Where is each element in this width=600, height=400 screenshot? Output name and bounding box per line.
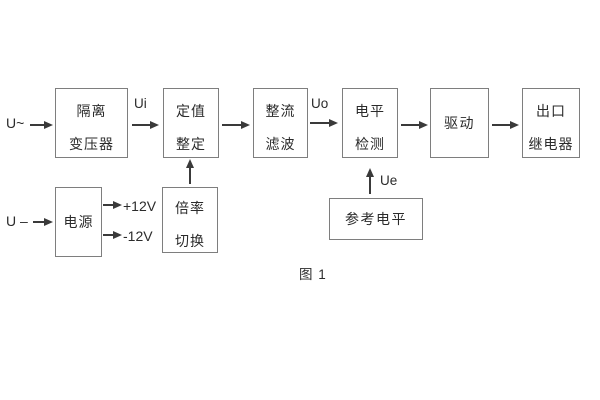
arrow-ratio-to-setting — [185, 159, 194, 184]
label-rail-positive: +12V — [123, 198, 157, 214]
arrow-drive-to-relay — [492, 121, 519, 129]
box-isolation-transformer-line1: 隔离 — [76, 103, 107, 119]
figure-caption: 图 1 — [299, 267, 327, 282]
label-dc-input: U – — [6, 213, 28, 229]
arrow-ac-to-transformer — [30, 121, 53, 129]
arrow-reference-to-level — [365, 168, 374, 194]
box-rectify-filter-line1: 整流 — [265, 103, 296, 119]
label-ue: Ue — [380, 173, 398, 188]
label-uo: Uo — [311, 96, 329, 111]
box-rectify-filter-line2: 滤波 — [265, 136, 296, 152]
box-value-setting: 定值 整定 — [163, 88, 219, 158]
box-isolation-transformer-line2: 变压器 — [69, 136, 114, 152]
box-drive: 驱动 — [430, 88, 489, 158]
arrow-transformer-to-setting — [132, 121, 159, 129]
box-reference-level: 参考电平 — [329, 198, 423, 240]
arrow-setting-to-rectifier — [222, 121, 250, 129]
box-isolation-transformer: 隔离 变压器 — [55, 88, 128, 158]
arrow-dc-to-power — [33, 218, 53, 226]
box-value-setting-line2: 整定 — [176, 136, 206, 152]
arrow-rail-negative — [103, 231, 122, 239]
box-outlet-relay-line1: 出口 — [536, 103, 566, 119]
box-level-detect: 电平 检测 — [342, 88, 398, 158]
box-value-setting-line1: 定值 — [176, 103, 206, 119]
box-ratio-switch-line2: 切换 — [175, 233, 205, 249]
box-level-detect-line1: 电平 — [355, 103, 385, 119]
box-level-detect-line2: 检测 — [355, 136, 385, 152]
box-drive-line1: 驱动 — [444, 114, 475, 131]
arrow-rectifier-to-level — [310, 119, 338, 127]
box-outlet-relay-line2: 继电器 — [528, 136, 574, 152]
box-reference-level-line1: 参考电平 — [345, 210, 407, 227]
arrow-level-to-drive — [401, 121, 428, 129]
box-outlet-relay: 出口 继电器 — [522, 88, 580, 158]
label-rail-negative: -12V — [123, 228, 153, 244]
box-ratio-switch-line1: 倍率 — [175, 200, 205, 216]
label-ui: Ui — [134, 96, 147, 111]
box-power-supply-line1: 电源 — [63, 213, 94, 230]
box-power-supply: 电源 — [55, 187, 102, 257]
box-rectify-filter: 整流 滤波 — [253, 88, 308, 158]
label-ac-input: U~ — [6, 115, 25, 131]
box-ratio-switch: 倍率 切换 — [162, 187, 218, 253]
arrow-rail-positive — [103, 201, 122, 209]
